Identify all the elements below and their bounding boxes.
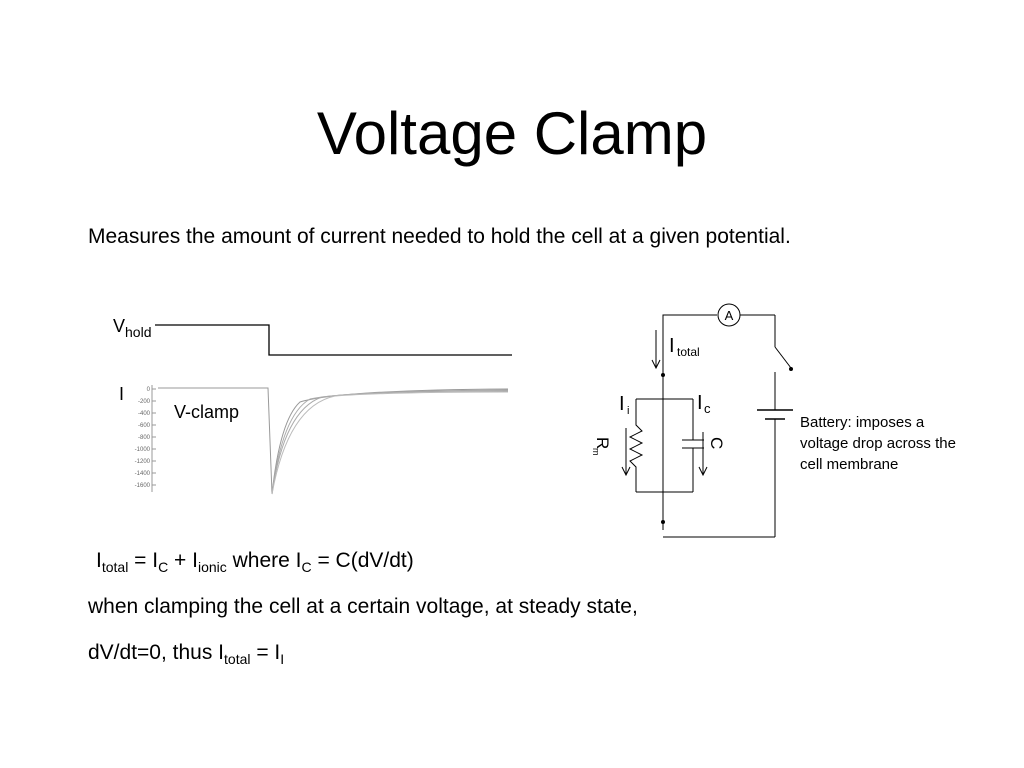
equation-total-current: Itotal = IC + Iionic where IC = C(dV/dt) [96, 549, 414, 575]
steady-state-text: when clamping the cell at a certain volt… [88, 595, 638, 618]
i-total-letter: I [669, 335, 675, 357]
switch-contact [789, 367, 793, 371]
axis-tick-label: -800 [138, 435, 151, 441]
axis-tick-label: 0 [147, 387, 151, 393]
current-axis-ticks: 0 -200 -400 -600 -800 -1000 -1200 -1400 -1600 [135, 387, 156, 489]
switch [774, 346, 792, 369]
i-i-letter: I [619, 393, 625, 415]
dvdt-zero-text: dV/dt=0, thus Itotal = II [88, 641, 285, 667]
node-dot-top [661, 373, 665, 377]
resistor-sub: m [591, 448, 601, 456]
axis-tick-label: -1000 [135, 447, 151, 453]
slide-title: Voltage Clamp [316, 100, 708, 167]
axis-tick-label: -400 [138, 411, 151, 417]
capacitor-label: C [707, 437, 726, 449]
node-dot-bottom [661, 520, 665, 524]
axis-tick-label: -1600 [135, 483, 151, 489]
top-wire [662, 314, 717, 530]
v-subscript: hold [125, 324, 152, 340]
i-total-arrowhead [651, 359, 661, 370]
battery-note: Battery: imposes a voltage drop across t… [800, 414, 956, 473]
i-i-sub: i [627, 405, 629, 417]
axis-tick-label: -1400 [135, 471, 151, 477]
v-hold-label: Vhold [113, 316, 151, 340]
resistor-letter: R [593, 437, 612, 449]
i-c-letter: I [697, 392, 703, 414]
voltage-step-trace [155, 324, 512, 356]
resistor-branch [628, 399, 644, 492]
current-trace-3 [271, 390, 509, 495]
svg-text:C: C [707, 437, 726, 449]
intro-text: Measures the amount of current needed to… [88, 225, 791, 248]
v-letter: V [113, 316, 126, 336]
current-trace-2 [271, 389, 509, 495]
i-c-sub: c [704, 401, 711, 416]
axis-tick-label: -1200 [135, 459, 151, 465]
ammeter-label: A [725, 308, 734, 323]
axis-tick-label: -600 [138, 423, 151, 429]
i-i-arrowhead [621, 466, 631, 477]
resistor-label: R m [591, 437, 612, 456]
current-trace-4 [271, 391, 509, 495]
v-clamp-label: V-clamp [174, 402, 240, 422]
i-total-sub: total [677, 345, 700, 359]
axis-tick-label: -200 [138, 399, 151, 405]
current-trace-1 [158, 387, 509, 495]
i-c-arrowhead [698, 466, 708, 477]
ammeter-circle [717, 303, 741, 327]
i-label: I [119, 384, 125, 404]
